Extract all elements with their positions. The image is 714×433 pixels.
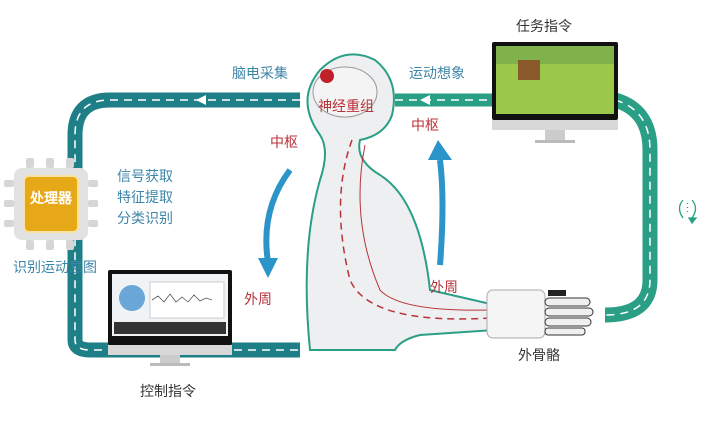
processor-step: 信号获取 — [117, 169, 173, 185]
exoskeleton-label: 外骨骼 — [518, 348, 560, 364]
control-command-label: 控制指令 — [140, 384, 196, 400]
processor-step: 特征提取 — [117, 190, 173, 206]
processor-chip — [4, 158, 98, 250]
processor-step: 分类识别 — [117, 211, 173, 227]
arrow-up-icon — [428, 140, 452, 160]
task-command-label: 任务指令 — [516, 19, 572, 35]
road-arrow-icon — [196, 95, 206, 105]
recognize-intent-label: 识别运动意图 — [13, 260, 97, 276]
processor-label: 处理器 — [30, 191, 72, 207]
arrow-down-central-to-peripheral — [263, 168, 293, 263]
eeg-collection-label: 脑电采集 — [232, 66, 288, 82]
loop-icon — [678, 199, 698, 225]
motor-imagery-label: 运动想象 — [409, 66, 465, 82]
signal-road-right — [604, 92, 658, 323]
nerve-path — [339, 139, 491, 320]
arrow-up-peripheral-to-central — [437, 159, 446, 266]
human-body — [305, 53, 496, 351]
exoskeleton-hand — [486, 289, 594, 339]
road-arrow-icon — [420, 95, 430, 105]
central-label-left: 中枢 — [270, 135, 298, 151]
arrow-down-icon — [258, 258, 278, 278]
neural-reorganization-label: 神经重组 — [318, 99, 374, 115]
lesion-dot — [320, 69, 334, 83]
control-monitor — [108, 270, 232, 366]
central-label-right: 中枢 — [411, 118, 439, 134]
task-monitor — [492, 42, 618, 143]
peripheral-label-right: 外周 — [430, 280, 458, 296]
peripheral-label-left: 外周 — [244, 292, 272, 308]
